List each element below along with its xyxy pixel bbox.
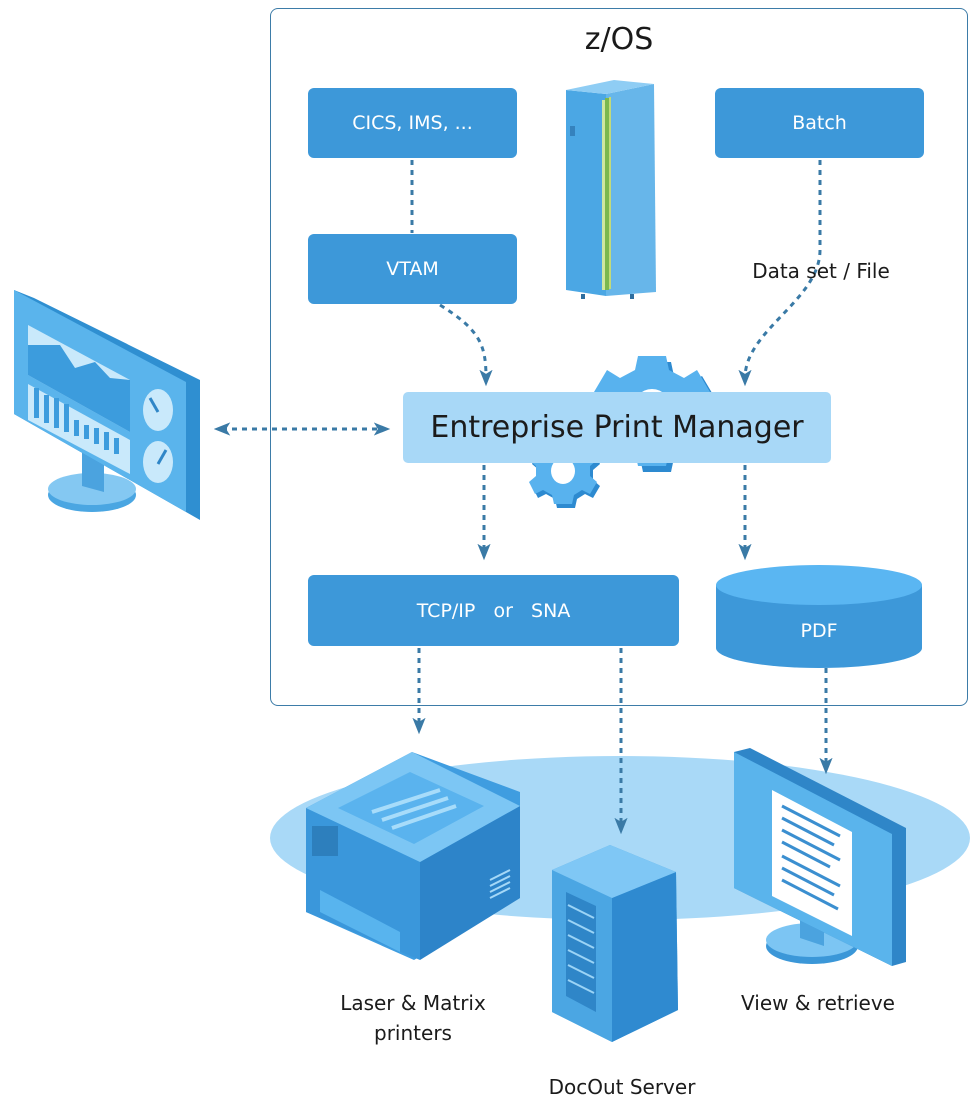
docout-server-label: DocOut Server: [548, 1075, 696, 1099]
viewer-monitor-icon: [734, 748, 906, 966]
zos-frame: [270, 8, 968, 706]
view-retrieve-label: View & retrieve: [741, 991, 895, 1015]
printer-icon: [306, 752, 520, 960]
arrow-vtam-epm: [439, 303, 493, 387]
dataset-file-label: Data set / File: [752, 259, 890, 283]
tcpip-sna-box: TCP/IP or SNA: [308, 575, 679, 646]
zos-title: z/OS: [584, 22, 654, 57]
printers-label-line1: Laser & Matrix: [340, 991, 486, 1015]
pdf-label: PDF: [800, 620, 838, 642]
printers-label-line2: printers: [374, 1021, 452, 1045]
dashboard-monitor-icon: [14, 290, 200, 520]
batch-box: Batch: [715, 88, 924, 158]
entreprise-print-manager-box: Entreprise Print Manager: [403, 392, 831, 463]
mainframe-icon: [566, 80, 656, 299]
cics-ims-box: CICS, IMS, ...: [308, 88, 517, 158]
pdf-database-icon: [716, 565, 922, 668]
arrow-batch-epm: [738, 160, 822, 387]
printers-label: Laser & Matrix printers: [300, 988, 526, 1048]
server-icon: [552, 845, 678, 1042]
vtam-box: VTAM: [308, 234, 517, 304]
